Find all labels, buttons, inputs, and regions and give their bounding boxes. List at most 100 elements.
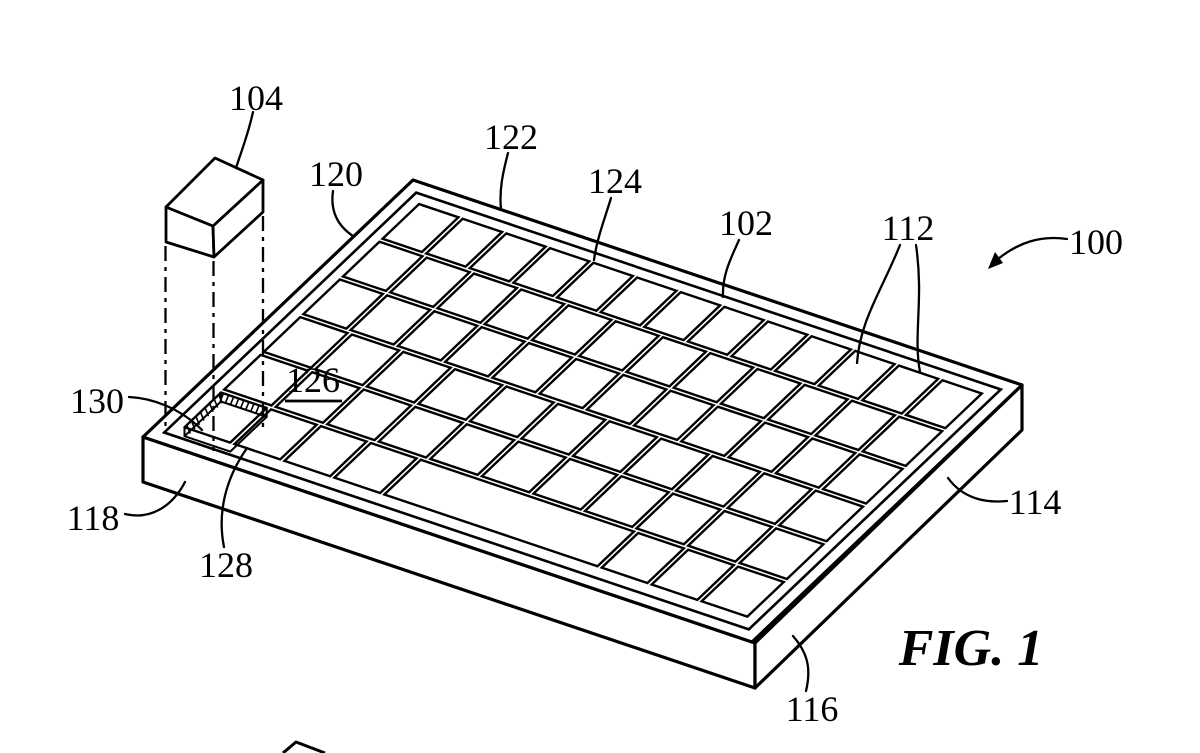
ref-label-122: 122 — [484, 117, 538, 157]
keycap — [819, 351, 895, 399]
keycap — [815, 401, 894, 450]
ref-label-118: 118 — [67, 498, 120, 538]
keycap — [384, 460, 634, 566]
keycap — [470, 233, 546, 281]
keycap — [351, 295, 430, 344]
keycap — [367, 352, 451, 403]
keycap — [626, 337, 705, 386]
keycap — [579, 321, 658, 370]
key-well-recess — [183, 391, 268, 453]
leader-116 — [791, 634, 810, 693]
keycap — [637, 494, 721, 545]
keycap — [513, 248, 589, 296]
hatch-tick — [234, 398, 240, 408]
partial-next-figure-line — [282, 740, 326, 753]
keycap — [303, 279, 382, 328]
keycap — [625, 439, 709, 490]
ref-label-126: 126 — [286, 360, 340, 400]
keycap — [315, 334, 399, 385]
leader-100 — [996, 236, 1069, 261]
keycap — [557, 263, 633, 311]
ref-label-100: 100 — [1069, 222, 1123, 262]
keycap — [437, 274, 516, 323]
keycap — [276, 372, 360, 423]
key-grid — [185, 204, 982, 617]
keycap — [644, 292, 720, 340]
keycap — [729, 423, 808, 472]
leader-114 — [946, 476, 1009, 503]
hatch-tick — [224, 394, 230, 404]
keycap — [721, 369, 800, 418]
ref-label-116: 116 — [786, 689, 839, 729]
keycap — [532, 305, 611, 354]
keycap — [776, 438, 855, 487]
keycap — [674, 353, 753, 402]
keycap — [224, 355, 308, 406]
ref-label-128: 128 — [199, 545, 253, 585]
hatch-tick — [229, 396, 235, 406]
keycap — [681, 407, 760, 456]
leader-lines — [123, 110, 1069, 693]
keycap — [906, 380, 982, 428]
keycap — [688, 511, 772, 562]
keycap — [343, 242, 422, 291]
keycap — [779, 491, 863, 542]
hatch-tick — [195, 416, 201, 426]
keycap — [470, 387, 554, 438]
keycap — [485, 289, 564, 338]
hatch-tick — [254, 405, 260, 415]
leader-122 — [499, 151, 510, 211]
keycap — [601, 277, 677, 325]
leader-112-a — [855, 243, 902, 365]
keycap — [492, 343, 571, 392]
keycap — [587, 375, 666, 424]
leader-102 — [721, 238, 741, 299]
keycap — [634, 391, 713, 440]
hatch-tick — [219, 393, 225, 403]
ref-label-114: 114 — [1009, 482, 1062, 522]
reference-numerals: 104 120 122 124 102 112 100 130 126 118 … — [67, 78, 1123, 729]
keycap-top-face — [164, 156, 265, 228]
keycap — [652, 550, 734, 600]
keyboard-top-face — [143, 180, 1022, 642]
leader-104 — [234, 110, 255, 170]
keycap — [533, 459, 617, 510]
keycap — [702, 567, 784, 617]
keycap — [732, 322, 808, 370]
keycap — [383, 204, 459, 252]
leader-124 — [592, 196, 613, 262]
keycap — [823, 454, 902, 503]
keycap — [573, 421, 657, 472]
keycap — [540, 359, 619, 408]
hatch-tick — [244, 401, 250, 411]
keycap — [585, 476, 669, 527]
keycap — [430, 424, 514, 475]
keycap — [235, 409, 317, 459]
leader-118 — [123, 480, 187, 517]
keycap — [740, 528, 824, 579]
well-hatching — [186, 393, 265, 434]
keycap — [768, 385, 847, 434]
ref-label-124: 124 — [588, 161, 642, 201]
keycap — [522, 404, 606, 455]
keycap — [445, 327, 524, 376]
keycap — [390, 258, 469, 307]
keycap — [862, 366, 938, 414]
hatch-tick — [199, 411, 205, 421]
ref-label-130: 130 — [70, 381, 124, 421]
keycap — [334, 443, 416, 493]
hatch-tick — [186, 424, 192, 434]
keycap — [426, 219, 502, 267]
keycap — [602, 533, 684, 583]
top-case-inner-frame — [164, 193, 1001, 630]
keycap — [775, 336, 851, 384]
keycap — [676, 456, 760, 507]
keycap — [264, 317, 348, 368]
keycap — [688, 307, 764, 355]
exploded-keycap — [164, 156, 265, 259]
ref-label-104: 104 — [229, 78, 283, 118]
keycap — [284, 426, 366, 476]
ref-label-102: 102 — [719, 203, 773, 243]
